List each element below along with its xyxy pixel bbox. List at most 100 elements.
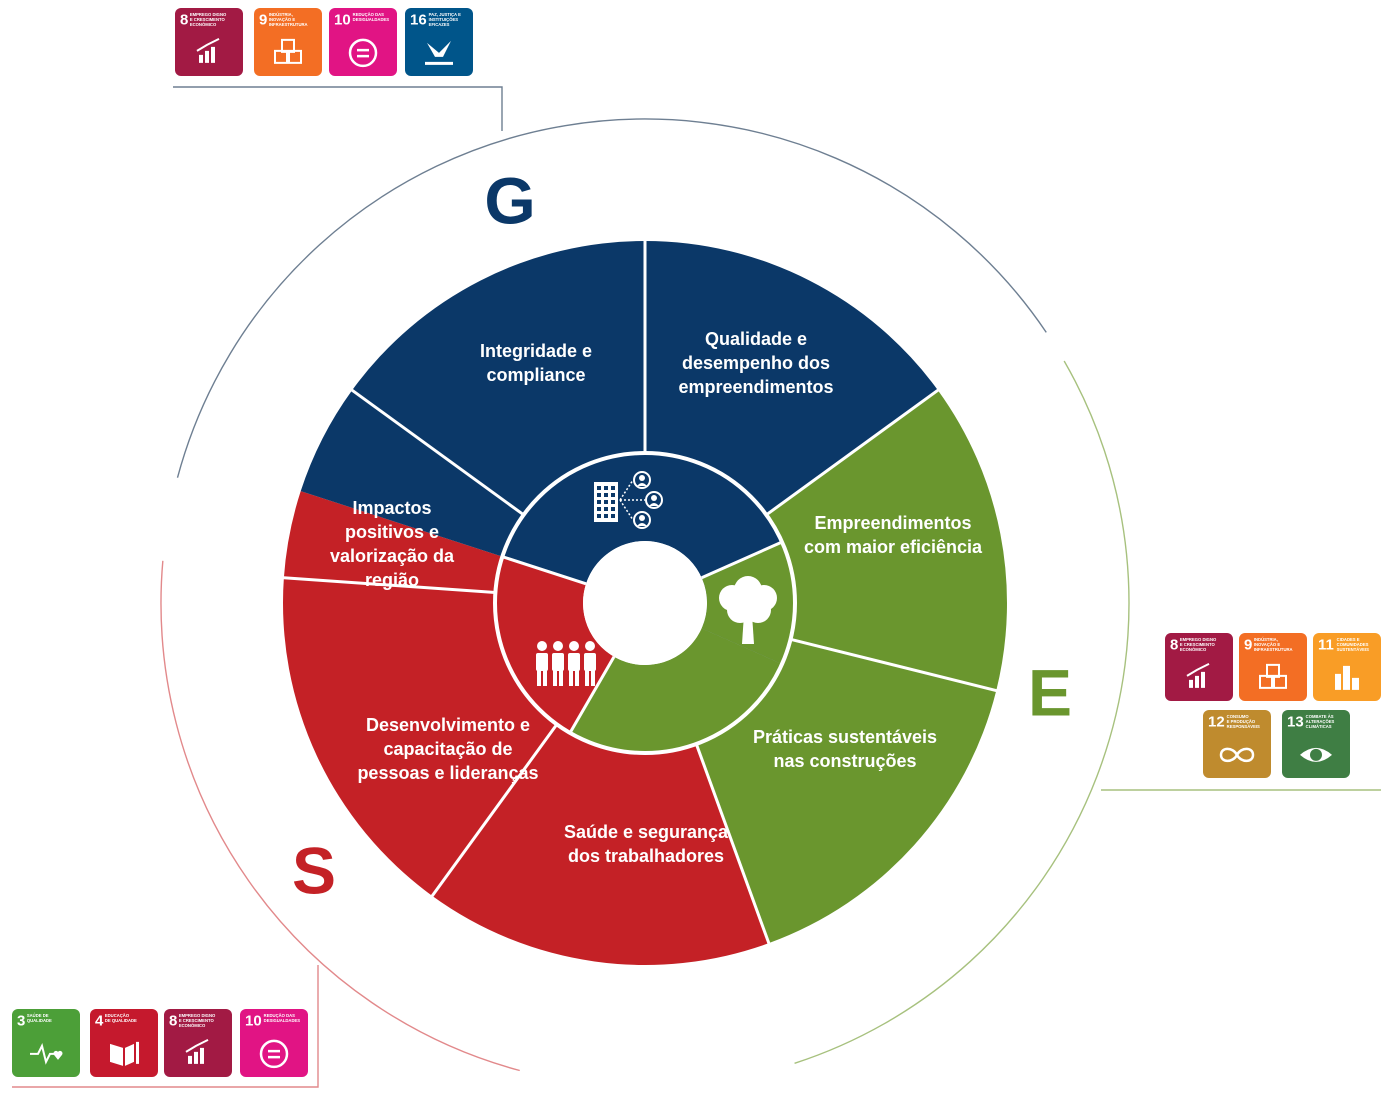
sdg-title-line: E CRESCIMENTO xyxy=(190,17,226,22)
segment-label-line: Integridade e xyxy=(480,341,592,361)
sdg-title-line: E CRESCIMENTO xyxy=(1180,642,1216,647)
segment-label-line: desempenho dos xyxy=(682,353,830,373)
book-icon xyxy=(110,1041,139,1066)
sdg-title-line: DE QUALIDADE xyxy=(105,1018,137,1023)
sdg-badge-bg xyxy=(254,8,322,76)
sdg-title-line: E PRODUÇÃO xyxy=(1227,719,1256,724)
sdg-title-line: INSTITUIÇÕES xyxy=(429,17,459,22)
segment-label-line: pessoas e lideranças xyxy=(357,763,538,783)
building-network-icon xyxy=(594,471,663,529)
social-ring-arc xyxy=(160,560,520,1072)
sdg-badge-bg xyxy=(90,1009,158,1077)
connector-lines xyxy=(12,86,1381,1088)
segment-label-line: Práticas sustentáveis xyxy=(753,727,937,747)
segment-praticas xyxy=(696,639,997,944)
city-icon xyxy=(1335,665,1359,690)
sdg-title-line: ECONÓMICO xyxy=(179,1023,206,1028)
sdg-title-line: INOVAÇÃO E xyxy=(269,17,296,22)
sdg-title-line: ALTERAÇÕES xyxy=(1306,719,1335,724)
sdg-number: 13 xyxy=(1287,714,1304,731)
segment-impactos xyxy=(300,390,524,557)
segment-label-line: Desenvolvimento e xyxy=(366,715,530,735)
segment-label-line: valorização da xyxy=(330,546,455,566)
segment-qualidade xyxy=(645,241,938,515)
sdg-number: 3 xyxy=(17,1013,25,1030)
sdg-title-line: EMPREGO DIGNO xyxy=(179,1013,216,1018)
sdg-title-line: EDUCAÇÃO xyxy=(105,1013,130,1018)
segment-label-line: Impactos xyxy=(352,498,431,518)
people-group-icon xyxy=(536,641,596,686)
pillar-letter-e: E xyxy=(1028,655,1072,729)
sdg-badge-bg xyxy=(175,8,243,76)
sdg-number: 8 xyxy=(1170,637,1178,654)
sdg-title-line: SUSTENTÁVEIS xyxy=(1337,647,1369,652)
sdg-title-line: REDUÇÃO DAS xyxy=(353,12,384,17)
sdg-title-line: INFRAESTRUTURA xyxy=(269,22,308,27)
sdg-title-line: E CRESCIMENTO xyxy=(179,1018,215,1023)
sdg-title-line: INFRAESTRUTURA xyxy=(1254,647,1293,652)
sdg-title-line: INDÚSTRIA, xyxy=(269,12,293,17)
inner-divider xyxy=(568,655,616,734)
equality-icon xyxy=(259,1039,289,1069)
governance-ring-arc xyxy=(176,118,1047,478)
sdg-number: 10 xyxy=(334,12,351,29)
center-icons xyxy=(536,471,777,686)
growth-chart-icon xyxy=(196,37,220,63)
segment-divider xyxy=(349,387,525,517)
inner-divider xyxy=(501,555,587,586)
sdg-badge-bg xyxy=(329,8,397,76)
outer-ring-arcs xyxy=(160,118,1130,1072)
environment-ring-arc xyxy=(794,360,1130,1064)
sdg-title-line: REDUÇÃO DAS xyxy=(264,1013,295,1018)
pillar-letter-s: S xyxy=(292,833,336,907)
inner-ring-border xyxy=(493,451,797,755)
growth-chart-icon xyxy=(185,1038,209,1064)
segment-label-line: com maior eficiência xyxy=(804,537,983,557)
sdg-title-line: SAÚDE DE xyxy=(27,1013,49,1018)
sdg-title-line: RESPONSÁVEIS xyxy=(1227,724,1260,729)
dove-gavel-icon xyxy=(425,40,453,65)
wheel-segments xyxy=(281,239,1007,965)
sdg-title-line: QUALIDADE xyxy=(27,1018,52,1023)
growth-chart-icon xyxy=(1186,662,1210,688)
sdg-title-line: EMPREGO DIGNO xyxy=(190,12,227,17)
social-connector xyxy=(12,965,319,1088)
infinity-icon xyxy=(1219,747,1255,763)
segment-divider xyxy=(694,743,771,946)
segment-label-line: capacitação de xyxy=(383,739,512,759)
sdg-number: 10 xyxy=(245,1013,262,1030)
segment-label-line: Saúde e segurança xyxy=(564,822,729,842)
sdg-title-line: DESIGUALDADES xyxy=(353,17,390,22)
cubes-icon xyxy=(274,38,302,64)
segment-divider xyxy=(765,387,941,517)
segment-label-line: Qualidade e xyxy=(705,329,807,349)
sdg-badge-bg xyxy=(240,1009,308,1077)
segment-divider xyxy=(790,637,999,693)
sdg-title-line: ECONÓMICO xyxy=(1180,647,1207,652)
sdg-number: 9 xyxy=(1244,637,1252,654)
sdg-title-line: CLIMÁTICAS xyxy=(1306,724,1332,729)
sdg-title-line: EFICAZES xyxy=(429,22,450,27)
segment-label-line: empreendimentos xyxy=(678,377,833,397)
center-hole xyxy=(583,541,707,665)
governance-connector xyxy=(173,86,503,131)
sdg-badge-bg xyxy=(12,1009,80,1077)
sdg-title-line: CIDADES E xyxy=(1337,637,1360,642)
tree-icon xyxy=(719,576,777,644)
sdg-badge-bg xyxy=(1165,633,1233,701)
sdg-title-line: ECONÓMICO xyxy=(190,22,217,27)
